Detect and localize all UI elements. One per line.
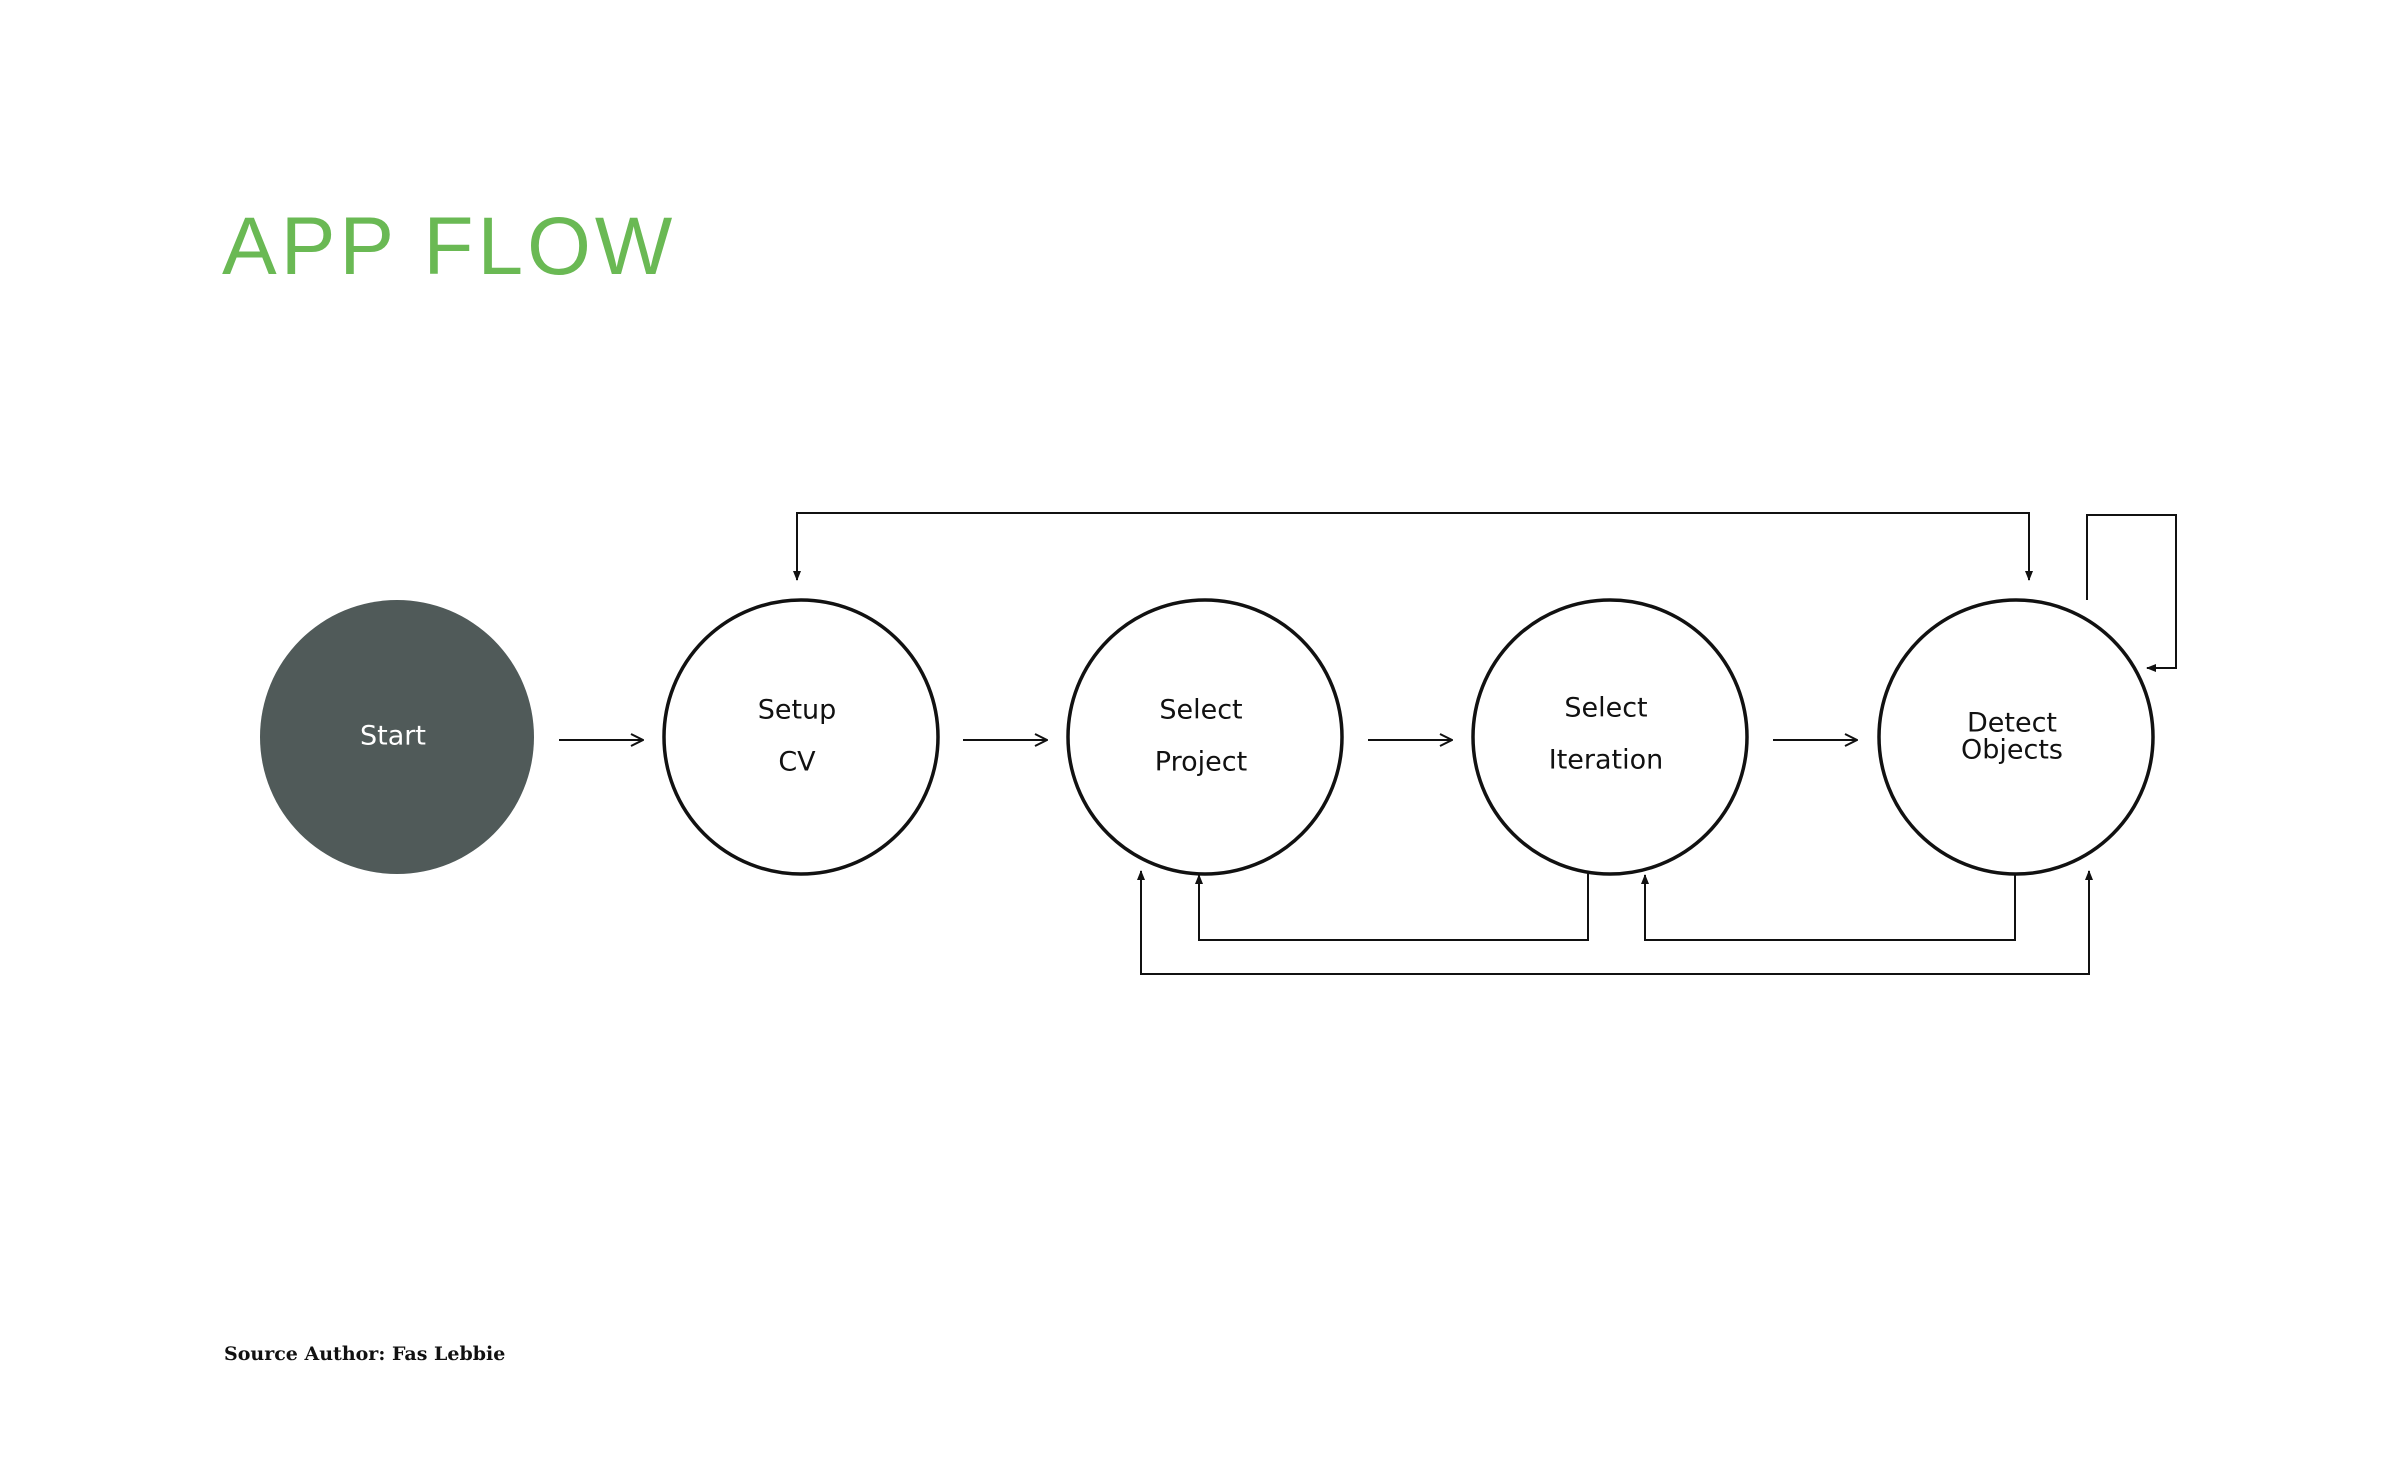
node-setup-cv-label-2: CV [778,747,816,778]
edges-layer [559,512,2177,975]
edge-detect-objects-to-select-project [1137,870,1500,975]
node-select-project-circle [1066,598,1344,876]
node-select-iteration-label-2: Iteration [1549,745,1664,776]
node-setup-cv-circle [662,598,940,876]
node-start-circle [260,600,534,874]
source-credit: Source Author: Fas Lebbie [224,1343,506,1365]
node-select-iteration-circle [1471,598,1749,876]
node-detect-objects-label-2: Objects [1961,735,2063,766]
node-select-iteration-label-1: Select [1564,693,1647,724]
edge-detect-objects-to-setup-cv [793,512,1030,581]
node-select-project-label-2: Project [1155,747,1247,778]
node-start-label-1: Start [360,721,426,752]
edge-select-project-to-detect-objects [1500,870,2093,975]
nodes-layer: StartSetupCVSelectProjectSelectIteration… [260,598,2155,876]
page-title: APP FLOW [222,201,677,292]
node-detect-objects-label-1: Detect [1967,708,2057,739]
edge-detect-objects-to-select-iteration [1641,873,2016,941]
node-setup-cv-label-1: Setup [758,695,837,726]
node-detect-objects-circle [1877,598,2155,876]
edge-setup-cv-to-detect-objects [1030,512,2033,581]
edge-select-iteration-to-select-project [1195,873,1589,941]
node-start: Start [260,600,534,874]
node-select-project-label-1: Select [1159,695,1242,726]
edge-detect-objects-to-detect-objects [2086,514,2177,672]
